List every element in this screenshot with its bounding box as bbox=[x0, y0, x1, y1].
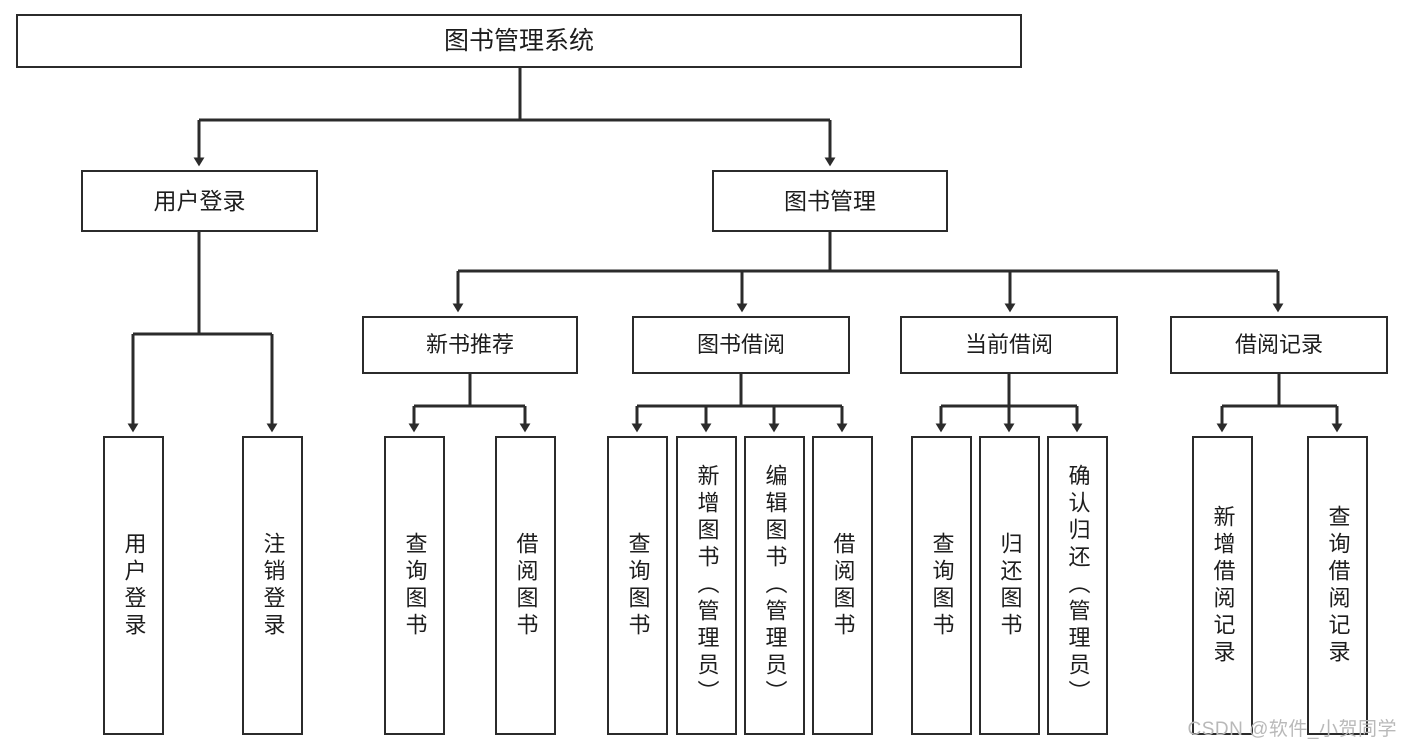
node-label: 图书管理系统 bbox=[443, 26, 594, 55]
leaf-query-book-recommend[interactable]: 查询图书 bbox=[384, 436, 445, 735]
node-label: 查询借阅记录 bbox=[1325, 504, 1351, 667]
node-root-system[interactable]: 图书管理系统 bbox=[16, 14, 1022, 68]
leaf-logout[interactable]: 注销登录 bbox=[242, 436, 303, 735]
node-label: 新增图书（管理员） bbox=[694, 464, 720, 707]
node-borrow-record[interactable]: 借阅记录 bbox=[1170, 316, 1388, 374]
node-current-borrow[interactable]: 当前借阅 bbox=[900, 316, 1118, 374]
node-label: 查询图书 bbox=[929, 531, 955, 640]
node-label: 确认归还（管理员） bbox=[1065, 464, 1091, 707]
leaf-query-book-current[interactable]: 查询图书 bbox=[911, 436, 972, 735]
leaf-edit-book-admin[interactable]: 编辑图书（管理员） bbox=[744, 436, 805, 735]
node-label: 新书推荐 bbox=[425, 332, 514, 357]
node-label: 借阅图书 bbox=[830, 531, 856, 640]
watermark: CSDN @软件_小贺同学 bbox=[1187, 719, 1397, 740]
node-label: 借阅图书 bbox=[513, 531, 539, 640]
node-label: 查询图书 bbox=[402, 531, 428, 640]
node-user-login[interactable]: 用户登录 bbox=[81, 170, 318, 232]
node-label: 用户登录 bbox=[121, 531, 147, 640]
leaf-add-book-admin[interactable]: 新增图书（管理员） bbox=[676, 436, 737, 735]
node-book-borrow[interactable]: 图书借阅 bbox=[632, 316, 850, 374]
leaf-query-book-borrow[interactable]: 查询图书 bbox=[607, 436, 668, 735]
node-label: 查询图书 bbox=[625, 531, 651, 640]
node-label: 归还图书 bbox=[997, 531, 1023, 640]
leaf-borrow-book-recommend[interactable]: 借阅图书 bbox=[495, 436, 556, 735]
leaf-user-login[interactable]: 用户登录 bbox=[103, 436, 164, 735]
node-label: 当前借阅 bbox=[964, 332, 1053, 357]
node-book-management[interactable]: 图书管理 bbox=[712, 170, 948, 232]
node-label: 编辑图书（管理员） bbox=[762, 464, 788, 707]
node-label: 注销登录 bbox=[260, 531, 286, 640]
leaf-confirm-return-admin[interactable]: 确认归还（管理员） bbox=[1047, 436, 1108, 735]
node-label: 借阅记录 bbox=[1234, 332, 1323, 357]
node-label: 新增借阅记录 bbox=[1210, 504, 1236, 667]
leaf-borrow-book[interactable]: 借阅图书 bbox=[812, 436, 873, 735]
leaf-query-borrow-record[interactable]: 查询借阅记录 bbox=[1307, 436, 1368, 735]
leaf-return-book[interactable]: 归还图书 bbox=[979, 436, 1040, 735]
node-label: 用户登录 bbox=[153, 187, 246, 214]
node-new-book-recommend[interactable]: 新书推荐 bbox=[362, 316, 578, 374]
node-label: 图书借阅 bbox=[696, 332, 785, 357]
leaf-add-borrow-record[interactable]: 新增借阅记录 bbox=[1192, 436, 1253, 735]
node-label: 图书管理 bbox=[784, 187, 876, 214]
